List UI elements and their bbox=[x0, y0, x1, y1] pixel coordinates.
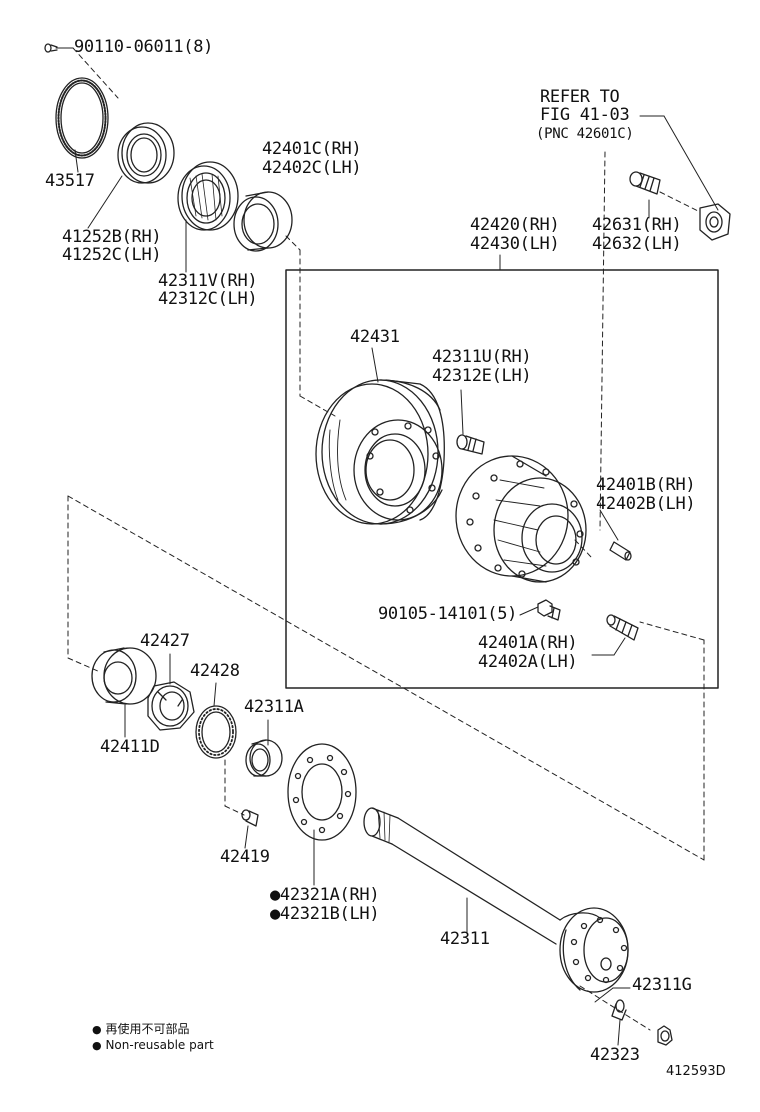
label-42323: 42323 bbox=[590, 1045, 640, 1065]
refer-fig-line: FIG 41-03 bbox=[540, 105, 630, 125]
axle-hub-42420 bbox=[455, 455, 587, 583]
bolt-42419 bbox=[241, 809, 259, 827]
label-42420: 42420(RH) bbox=[470, 215, 560, 235]
legend-bullet-icon: ● bbox=[92, 1023, 102, 1036]
bolt-42311u bbox=[456, 434, 485, 455]
bolt-90105 bbox=[537, 599, 561, 621]
label-42311: 42311 bbox=[440, 929, 490, 949]
label-42419: 42419 bbox=[220, 847, 270, 867]
label-42430: 42430(LH) bbox=[470, 234, 560, 254]
dashed-assembly-lines bbox=[67, 47, 705, 1031]
label-41252b: 41252B(RH) bbox=[62, 227, 162, 247]
nut-42311g bbox=[657, 1025, 673, 1046]
figure-id: 412593D bbox=[666, 1064, 726, 1079]
hub-bolt-42631 bbox=[629, 171, 661, 195]
assembly-frame bbox=[285, 269, 719, 689]
label-42312c: 42312C(LH) bbox=[158, 289, 258, 309]
bearing-cup-42411d bbox=[91, 647, 157, 705]
brake-drum-42431 bbox=[315, 379, 445, 525]
oil-seal-42311a bbox=[245, 739, 283, 777]
label-42402a: 42402A(LH) bbox=[478, 652, 578, 672]
bolt-42323 bbox=[611, 999, 627, 1021]
label-42402c: 42402C(LH) bbox=[262, 158, 362, 178]
gasket-42321 bbox=[287, 743, 357, 841]
leader-lines bbox=[55, 47, 719, 1046]
legend-jp: ● 再使用不可部品 bbox=[92, 1020, 189, 1037]
legend-bullet-icon: ● bbox=[92, 1039, 102, 1052]
label-42431: 42431 bbox=[350, 327, 400, 347]
legend-en-text: Non-reusable part bbox=[105, 1038, 214, 1052]
label-42311u: 42311U(RH) bbox=[432, 347, 532, 367]
label-43517: 43517 bbox=[45, 171, 95, 191]
label-42321a: ●42321A(RH) bbox=[270, 885, 380, 905]
label-42321b: ●42321B(LH) bbox=[270, 904, 380, 924]
label-42401b: 42401B(RH) bbox=[596, 475, 696, 495]
hub-nut-42601c bbox=[699, 203, 731, 241]
label-42428: 42428 bbox=[190, 661, 240, 681]
label-42401c: 42401C(RH) bbox=[262, 139, 362, 159]
axle-shaft-42311 bbox=[363, 807, 629, 993]
rotor-ring-43517 bbox=[55, 77, 109, 159]
label-42631: 42631(RH) bbox=[592, 215, 682, 235]
refer-pnc-line: (PNC 42601C) bbox=[536, 126, 634, 142]
lock-washer-42428 bbox=[195, 705, 237, 759]
label-90110-06011: 90110-06011(8) bbox=[74, 37, 214, 57]
legend-jp-text: 再使用不可部品 bbox=[105, 1022, 190, 1036]
label-90105-14101: 90105-14101(5) bbox=[378, 604, 518, 624]
bearing-cone-42311v bbox=[177, 161, 239, 231]
bearing-cup-42401c bbox=[233, 191, 293, 252]
screw-90110 bbox=[44, 43, 58, 53]
label-42312e: 42312E(LH) bbox=[432, 366, 532, 386]
label-42427: 42427 bbox=[140, 631, 190, 651]
oil-seal-41252 bbox=[117, 122, 175, 184]
label-42632: 42632(LH) bbox=[592, 234, 682, 254]
label-42311g: 42311G bbox=[632, 975, 692, 995]
refer-to-line: REFER TO bbox=[540, 87, 620, 107]
stud-42401b bbox=[609, 541, 632, 561]
legend-en: ● Non-reusable part bbox=[92, 1038, 214, 1052]
label-42411d: 42411D bbox=[100, 737, 160, 757]
label-42402b: 42402B(LH) bbox=[596, 494, 696, 514]
label-42311a: 42311A bbox=[244, 697, 304, 717]
label-42401a: 42401A(RH) bbox=[478, 633, 578, 653]
locknut-42427 bbox=[147, 681, 195, 731]
stud-42401a bbox=[606, 614, 639, 641]
label-41252c: 41252C(LH) bbox=[62, 245, 162, 265]
label-42311v: 42311V(RH) bbox=[158, 271, 258, 291]
